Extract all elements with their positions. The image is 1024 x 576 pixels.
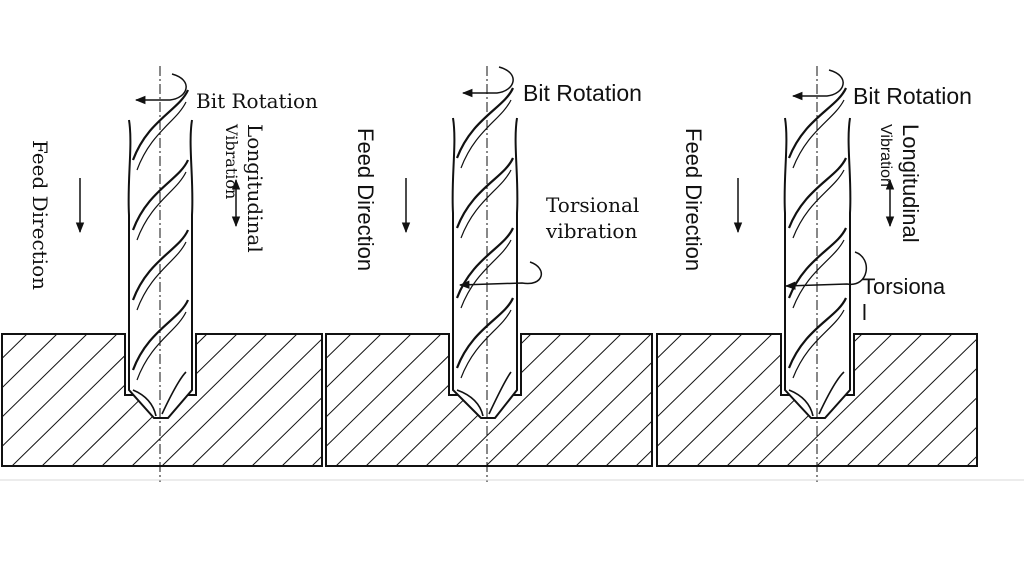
drill-flute	[455, 157, 515, 229]
workpiece-hatching	[2, 334, 322, 466]
torsional-vibration-label: Torsiona	[862, 274, 946, 299]
longitudinal-vibration-label: Vibration	[877, 124, 894, 187]
drill-flute	[131, 229, 190, 301]
drill-bit-outline	[451, 117, 519, 419]
drill-flute-edge	[792, 99, 845, 169]
drill-flute-edge	[792, 169, 845, 239]
drill-tip-facet	[488, 371, 512, 415]
drill-flute-edge	[136, 171, 187, 241]
drill-tip-facet	[788, 389, 814, 417]
drill-flute-edge	[136, 311, 187, 381]
workpiece-block	[1, 333, 323, 467]
drill-flute	[787, 87, 848, 159]
drill-bit	[451, 87, 519, 419]
torsional-vibration-arrow	[458, 261, 542, 289]
bit-rotation-arrow	[461, 66, 514, 98]
workpiece-block	[656, 333, 978, 467]
workpiece-hatching	[657, 334, 977, 466]
bit-rotation-label: Bit Rotation	[853, 83, 972, 109]
drill-flute-edge	[792, 239, 845, 309]
drill-flute	[131, 299, 190, 371]
torsional-vibration-label: Torsional	[546, 193, 639, 217]
torsional-vibration-label: l	[862, 300, 867, 325]
drill-flute-edge	[460, 99, 512, 169]
drill-flute	[131, 89, 190, 161]
longitudinal-vibration-label: Longitudinal	[243, 124, 267, 253]
drill-flute	[787, 297, 848, 369]
drill-tip-facet	[161, 371, 187, 415]
drill-flute-edge	[792, 309, 845, 379]
bit-rotation-label: Bit Rotation	[196, 89, 318, 113]
drill-flute-edge	[136, 241, 187, 311]
torsional-vibration-arrow	[784, 251, 868, 290]
torsional-vibration-label: vibration	[545, 219, 637, 243]
drill-flute-edge	[460, 309, 512, 379]
drill-flute-edge	[460, 169, 512, 239]
drill-flute	[787, 157, 848, 229]
bit-rotation-arrow	[791, 69, 844, 101]
feed-direction-label: Feed Direction	[353, 128, 378, 271]
feed-direction-label: Feed Direction	[28, 140, 52, 290]
drill-tip-facet	[456, 389, 484, 417]
drill-flute	[131, 159, 190, 231]
workpiece-hatching	[326, 334, 652, 466]
feed-direction-label: Feed Direction	[681, 128, 706, 271]
longitudinal-vibration-label: Vibration	[222, 123, 241, 199]
drill-tip-facet	[132, 389, 157, 417]
bit-rotation-label: Bit Rotation	[523, 80, 642, 106]
longitudinal-vibration-label: Longitudinal	[898, 124, 923, 243]
drill-tip-facet	[818, 371, 845, 415]
bit-rotation-arrow	[134, 73, 187, 105]
drill-flute-edge	[460, 239, 512, 309]
drill-flute-edge	[136, 101, 187, 171]
workpiece-block	[325, 333, 653, 467]
